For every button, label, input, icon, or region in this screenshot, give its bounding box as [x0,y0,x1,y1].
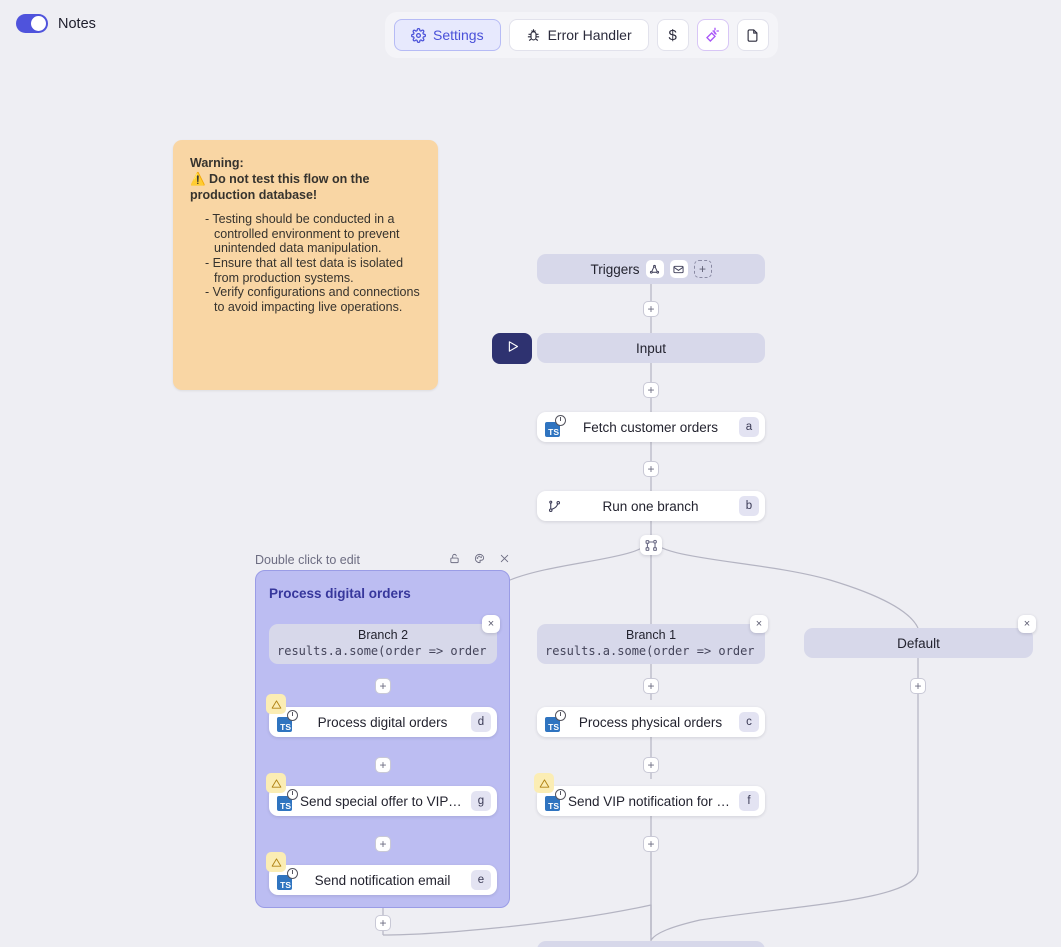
bug-icon [526,28,541,43]
note-bullet: Testing should be conducted in a control… [190,212,421,256]
note-title-line1: Warning: [190,156,244,170]
branch-node-2[interactable]: Branch 2 results.a.some(order => order.t… [269,624,497,665]
node-label: Send VIP notification for physical... [568,793,739,809]
run-flow-button[interactable] [492,333,532,364]
warning-badge[interactable] [266,694,286,714]
node-send-vip-notification[interactable]: TS Send VIP notification for physical...… [537,786,765,816]
magic-button[interactable] [696,19,729,51]
branch-name: Branch 1 [625,628,677,642]
add-step-button[interactable]: + [643,301,659,317]
add-step-button[interactable]: + [375,836,391,852]
branch-split-icon[interactable] [640,535,662,555]
typescript-icon: TS [277,867,298,890]
typescript-icon: TS [545,709,566,732]
node-run-one-branch[interactable]: Run one branch b [537,491,765,521]
node-label: Run one branch [602,498,699,514]
node-send-special-offer[interactable]: TS Send special offer to VIP digital c..… [269,786,497,816]
cost-button[interactable]: $ [656,19,689,51]
branch-expression: results.a.some(order => order.type [545,643,757,658]
typescript-icon: TS [277,788,298,811]
bottom-merge-node[interactable] [537,941,765,947]
triggers-node[interactable]: Triggers + [537,254,765,284]
branch-expression: results.a.some(order => order.type [277,643,489,658]
group-header[interactable]: Double click to edit [255,552,510,568]
node-key-badge: e [471,870,491,890]
node-key-badge: g [471,791,491,811]
typescript-icon: TS [545,414,566,437]
webhook-icon[interactable] [645,260,664,278]
file-button[interactable] [736,19,769,51]
node-key-badge: b [739,496,759,516]
remove-branch-button[interactable]: × [750,615,768,633]
toolbar-button-group: Settings Error Handler $ [385,12,778,58]
node-key-badge: f [739,791,759,811]
dollar-icon: $ [668,26,677,44]
add-step-button[interactable]: + [643,382,659,398]
top-toolbar: Notes Settings Erro [0,0,1061,58]
remove-branch-button[interactable]: × [482,615,500,633]
node-label: Send special offer to VIP digital c... [300,793,471,809]
branch-name: Branch 2 [357,628,409,642]
group-title: Process digital orders [269,586,411,601]
node-label: Fetch customer orders [582,419,719,435]
note-title: Warning: ⚠️ Do not test this flow on the… [190,155,421,203]
triggers-label: Triggers [590,261,640,277]
settings-button-label: Settings [433,27,484,43]
lock-icon[interactable] [449,551,460,569]
add-step-button[interactable]: + [643,461,659,477]
notes-label: Notes [58,15,96,32]
notes-toggle-group[interactable]: Notes [16,14,96,33]
branch-node-1[interactable]: Branch 1 results.a.some(order => order.t… [537,624,765,665]
node-key-badge: a [739,417,759,437]
add-step-button[interactable]: + [375,678,391,694]
node-label: Send notification email [314,872,451,888]
node-send-notification-email[interactable]: TS Send notification email e [269,865,497,895]
node-process-digital-orders[interactable]: TS Process digital orders d [269,707,497,737]
add-step-button[interactable]: + [643,678,659,694]
error-handler-label: Error Handler [547,27,632,43]
warning-sticky-note[interactable]: Warning: ⚠️ Do not test this flow on the… [173,140,438,390]
node-key-badge: c [739,712,759,732]
node-fetch-customer-orders[interactable]: TS Fetch customer orders a [537,412,765,442]
note-bullet: Ensure that all test data is isolated fr… [190,256,421,285]
notes-toggle[interactable] [16,14,48,33]
note-bullet-list: Testing should be conducted in a control… [190,212,421,314]
node-process-physical-orders[interactable]: TS Process physical orders c [537,707,765,737]
palette-icon[interactable] [474,551,485,569]
input-node-label: Input [635,340,667,356]
add-step-button[interactable]: + [643,757,659,773]
warning-badge[interactable] [266,852,286,872]
input-node[interactable]: Input [537,333,765,363]
add-step-button[interactable]: + [643,836,659,852]
add-step-button[interactable]: + [910,678,926,694]
group-header-label: Double click to edit [255,553,360,567]
email-icon[interactable] [669,260,688,278]
node-label: Process digital orders [317,714,448,730]
settings-button[interactable]: Settings [394,19,501,51]
warning-badge[interactable] [534,773,554,793]
typescript-icon: TS [277,709,298,732]
note-title-line2: ⚠️ Do not test this flow on the producti… [190,172,370,202]
node-label: Process physical orders [578,714,723,730]
add-step-button[interactable]: + [375,757,391,773]
warning-badge[interactable] [266,773,286,793]
add-step-button[interactable]: + [375,915,391,931]
branch-node-default[interactable]: Default [804,628,1033,658]
add-trigger-button[interactable]: + [693,260,712,278]
group-container[interactable] [255,570,510,908]
gear-icon [411,27,426,43]
file-icon [745,28,760,43]
branch-icon [547,499,562,514]
branch-name: Default [897,635,940,651]
close-icon[interactable] [499,551,510,569]
node-key-badge: d [471,712,491,732]
typescript-icon: TS [545,788,566,811]
magic-wand-icon [705,27,721,43]
play-icon [505,339,520,359]
remove-branch-button[interactable]: × [1018,615,1036,633]
error-handler-button[interactable]: Error Handler [508,19,649,51]
note-bullet: Verify configurations and connections to… [190,285,421,314]
